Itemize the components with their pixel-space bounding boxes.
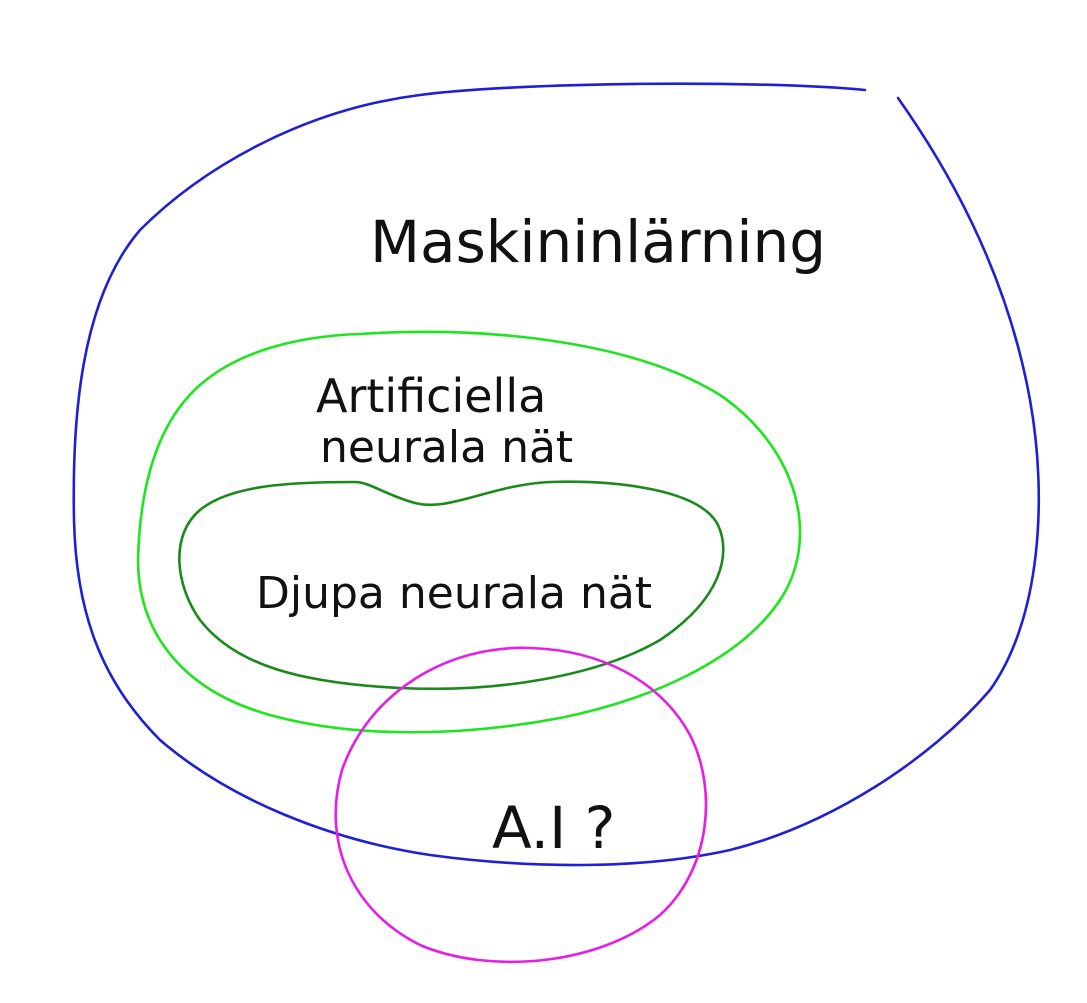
artificial-neural-networks-label-line2: neurala nät xyxy=(320,422,573,473)
artificial-neural-networks-region-outline xyxy=(136,330,802,734)
deep-neural-networks-region-outline xyxy=(178,480,725,691)
machine-learning-label: Maskininlärning xyxy=(370,208,826,276)
ai-label: A.I ? xyxy=(492,794,615,862)
ai-region-outline xyxy=(334,646,708,964)
machine-learning-region-outline xyxy=(72,82,1041,867)
artificial-neural-networks-label-line1: Artificiella xyxy=(316,369,546,423)
deep-neural-networks-label: Djupa neurala nät xyxy=(256,568,652,619)
